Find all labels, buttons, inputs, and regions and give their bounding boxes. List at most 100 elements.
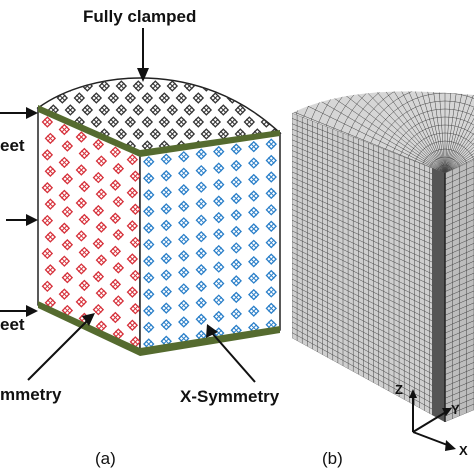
red-marker [126,319,139,332]
red-marker [112,295,125,307]
clamp-marker [73,92,86,104]
mesh-line [292,150,445,215]
mesh-refined-strip [432,168,445,422]
mesh-line [292,241,445,316]
red-marker [41,149,54,161]
blue-marker [265,187,277,200]
red-marker [112,195,125,208]
mesh-line [292,177,445,245]
red-marker [58,189,71,202]
blue-marker [213,244,225,257]
clamp-marker [192,116,205,128]
sheet-top-arrowhead [26,107,38,119]
blue-marker [195,297,207,309]
blue-marker [230,176,242,188]
red-marker [61,304,74,317]
red-marker [78,147,91,160]
blue-marker [265,154,277,167]
blue-marker [213,294,225,306]
red-marker [92,303,105,316]
axis-y-arrowhead [442,408,452,416]
red-marker [44,198,57,210]
mesh-line [292,246,445,322]
blue-marker [178,299,190,312]
red-marker [44,165,57,178]
left-face-markers [41,116,140,348]
mesh-line [292,198,445,269]
blue-marker [265,236,277,249]
clamp-marker [183,128,196,140]
mesh-line [292,187,445,257]
blue-marker [248,288,260,301]
blue-marker [230,308,242,320]
red-marker [41,181,54,194]
mesh-line [444,91,474,173]
clamp-marker [124,116,137,128]
mesh-line [292,225,445,298]
clamp-marker [107,116,120,128]
mesh-line [292,214,445,286]
red-marker [58,255,71,267]
blue-marker [195,148,207,160]
clamp-marker [47,80,60,92]
red-marker [92,237,105,250]
red-marker [129,170,140,182]
blue-marker [178,167,190,179]
mesh-line [292,209,445,280]
mesh-line [292,268,445,346]
clamp-marker [115,104,128,116]
mesh-line [292,155,445,221]
mesh-line [292,235,445,310]
y-symmetry-arrowhead [82,313,95,326]
mesh-line [303,91,446,173]
red-marker [78,246,91,259]
clamp-marker [192,92,205,104]
clamp-marker [141,140,154,152]
clamp-marker [166,128,179,140]
red-marker [95,287,108,299]
mesh-side-grid [445,160,474,422]
mesh-line [292,171,445,239]
blue-marker [213,211,225,224]
clamp-marker [98,80,111,92]
red-marker [129,336,140,348]
mesh-line [444,91,474,173]
red-marker [109,212,122,224]
blue-marker [230,225,242,238]
red-marker [41,280,54,293]
mesh-line [444,91,474,173]
red-marker [112,162,125,175]
blue-marker [248,256,260,268]
red-marker [41,214,54,227]
blue-marker [230,159,242,172]
mesh-ring [428,156,462,173]
mesh-line [292,310,445,393]
top-sheet-band [38,105,280,157]
blue-marker [143,305,155,317]
mesh-ring [364,92,474,173]
mesh-line [292,316,445,399]
red-marker [129,203,140,216]
red-marker [78,279,91,292]
blue-marker [213,162,225,174]
mesh-line [341,91,446,173]
red-marker [92,270,105,283]
red-marker [75,230,88,242]
mesh-line [292,273,445,352]
axis-y-label: Y [451,402,460,417]
blue-marker [248,239,260,252]
red-marker [75,197,88,209]
red-marker [58,156,71,169]
blue-marker [178,217,190,229]
y-symmetry-arrow [27,319,89,381]
red-marker [92,171,105,184]
clamp-marker [141,116,154,128]
blue-marker [143,255,155,267]
mesh-line [292,166,445,233]
mesh-ring [404,132,474,173]
clamp-marker [234,80,247,92]
sheet-bottom-arrowhead [26,305,38,317]
clamp-marker [81,104,94,116]
clamp-marker [149,104,162,116]
